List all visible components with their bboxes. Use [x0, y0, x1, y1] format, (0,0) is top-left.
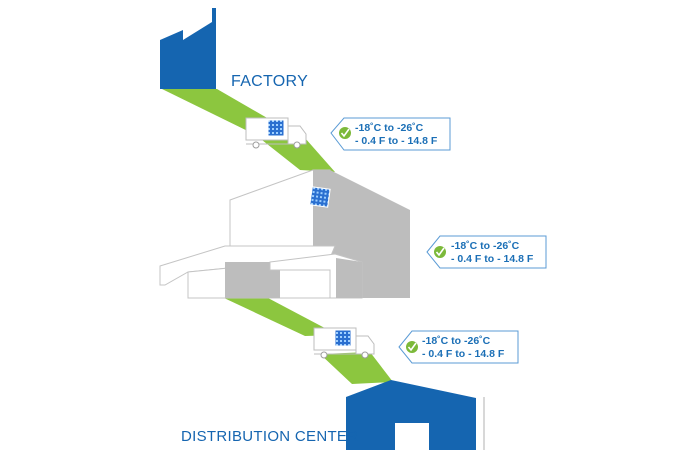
truck-icon	[245, 117, 307, 149]
checkmark-icon	[339, 127, 351, 139]
temperature-range-tag: -18˚C to -26˚C - 0.4 F to - 14.8 F	[422, 335, 504, 361]
fahrenheit-range: - 0.4 F to - 14.8 F	[451, 253, 534, 265]
distribution-center-label: DISTRIBUTION CENTER	[181, 428, 359, 445]
fahrenheit-range: - 0.4 F to - 14.8 F	[422, 348, 505, 360]
temperature-tag-icon	[398, 330, 519, 364]
factory-label: FACTORY	[231, 73, 309, 90]
fahrenheit-range: - 0.4 F to - 14.8 F	[355, 135, 438, 147]
celsius-range: -18˚C to -26˚C	[355, 122, 424, 134]
temperature-tag-icon	[330, 117, 451, 151]
snowflake-icon	[334, 329, 352, 347]
temperature-range-tag: -18˚C to -26˚C - 0.4 F to - 14.8 F	[355, 122, 437, 148]
checkmark-icon	[434, 246, 446, 258]
distribution-center-icon	[346, 380, 485, 450]
cold-storage-warehouse-icon	[159, 169, 410, 299]
checkmark-icon	[406, 341, 418, 353]
path-segment-truck-to-distribution	[320, 352, 393, 384]
temperature-range-tag: -18˚C to -26˚C - 0.4 F to - 14.8 F	[451, 240, 533, 266]
snowflake-icon	[267, 119, 285, 137]
truck-icon	[313, 327, 375, 359]
factory-icon	[160, 8, 216, 89]
snowflake-icon	[309, 186, 331, 208]
celsius-range: -18˚C to -26˚C	[422, 335, 491, 347]
path-segment-truck-to-warehouse	[262, 138, 335, 172]
path-segment-warehouse-to-truck	[224, 298, 338, 336]
celsius-range: -18˚C to -26˚C	[451, 240, 520, 252]
temperature-tag-icon	[426, 235, 547, 269]
